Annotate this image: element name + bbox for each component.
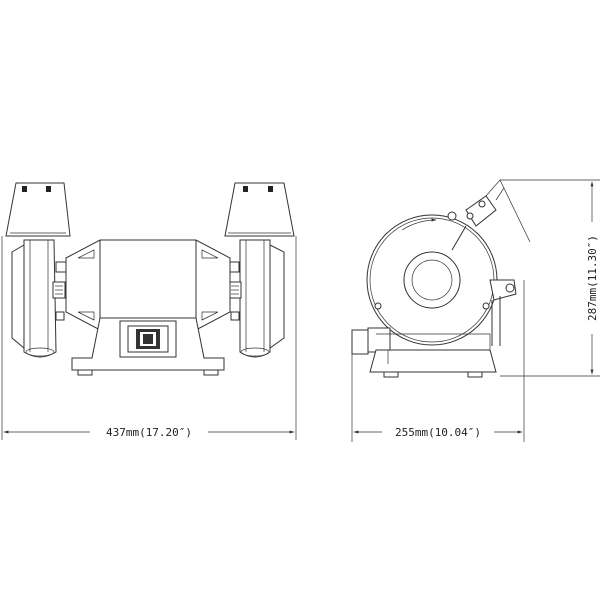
rotation-arrow <box>401 218 437 231</box>
side-view: 255mm(10.04″) 287mm(11.30″) <box>351 179 600 442</box>
depth-dimension: 255mm(10.04″) <box>351 280 525 442</box>
eye-shield-bracket <box>447 179 531 251</box>
height-dimension: 287mm(11.30″) <box>500 179 600 377</box>
height-dimension-label: 287mm(11.30″) <box>586 235 599 321</box>
side-base <box>351 302 497 378</box>
front-view: 437mm(17.20″) <box>1 182 297 440</box>
depth-dimension-label: 255mm(10.04″) <box>395 426 481 439</box>
power-switch <box>119 320 177 358</box>
side-motor-knob <box>351 329 369 355</box>
right-wheel <box>228 239 285 358</box>
right-guard <box>224 182 295 237</box>
left-wheel <box>11 239 67 358</box>
width-dimension: 437mm(17.20″) <box>1 236 297 440</box>
width-dimension-label: 437mm(17.20″) <box>106 426 192 439</box>
motor-housing <box>65 239 231 331</box>
tool-rest <box>489 279 517 346</box>
wheel-hub <box>403 251 461 309</box>
left-guard <box>5 182 71 237</box>
